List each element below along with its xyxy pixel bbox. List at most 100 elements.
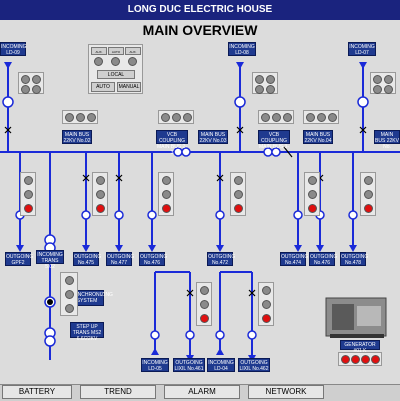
vcb-coupling-34-box[interactable]: VCB COUPLING MAIN BUS 3-4 — [258, 130, 290, 156]
generator-graphic — [325, 297, 387, 338]
status-indicator — [200, 286, 209, 295]
feeder-panel-ld05 — [196, 282, 212, 326]
status-indicator — [261, 113, 270, 122]
main-bus-no2-box[interactable]: MAIN BUS 22KV No.02 — [62, 130, 92, 144]
incoming-ld08-box[interactable]: INCOMING LD-08 — [228, 42, 256, 56]
outgoing-lixil461-box[interactable]: OUTGOING LIXIL No.461 — [173, 358, 205, 372]
network-button[interactable]: NETWORK — [248, 385, 324, 399]
outgoing-477-box[interactable]: OUTGOING No.477 — [106, 252, 135, 266]
incoming-ld07-box[interactable]: INCOMING LD-07 — [348, 42, 376, 56]
gen-indicator — [361, 355, 370, 364]
status-indicator — [24, 190, 33, 199]
main-bus-no-box[interactable]: MAIN BUS 22KV No. — [374, 130, 400, 150]
outgoing-474-box[interactable]: OUTGOING No.474 — [280, 252, 309, 266]
feeder-panel-474 — [304, 172, 320, 216]
feeder-panel-476a — [158, 172, 174, 216]
status-indicator — [262, 300, 271, 309]
aux-dist-button-1[interactable]: AUX. DIST. — [91, 47, 107, 62]
status-indicator — [32, 75, 41, 84]
auto-button[interactable]: AUTO — [91, 82, 115, 92]
status-indicator — [384, 75, 393, 84]
status-indicator — [161, 113, 170, 122]
status-panel-vcb23 — [158, 110, 194, 124]
status-panel-vcb34 — [258, 110, 294, 124]
page-title: MAIN OVERVIEW — [142, 22, 258, 38]
status-panel-ld09 — [18, 72, 44, 94]
trip-indicator — [200, 314, 209, 323]
status-panel-bus2 — [62, 110, 98, 124]
battery-button[interactable]: BATTERY — [2, 385, 72, 399]
outgoing-476b-box[interactable]: OUTGOING No.476 — [309, 252, 338, 266]
main-bus-no4-box[interactable]: MAIN BUS 22KV No.04 — [303, 130, 333, 144]
status-indicator — [200, 300, 209, 309]
status-indicator — [283, 113, 292, 122]
trend-button[interactable]: TREND — [80, 385, 156, 399]
outgoing-472-box[interactable]: OUTGOING No.472 — [207, 252, 236, 266]
status-indicator — [317, 113, 326, 122]
app-title: LONG DUC ELECTRIC HOUSE — [127, 4, 273, 15]
incoming-trans-box[interactable]: INCOMING TRANS 5.02 — [36, 250, 64, 270]
gen-indicator — [351, 355, 360, 364]
feeder-panel-ld04 — [258, 282, 274, 326]
status-indicator — [328, 113, 337, 122]
status-indicator — [308, 176, 317, 185]
feeder-panel-475 — [92, 172, 108, 216]
status-indicator — [373, 75, 382, 84]
status-indicator — [87, 113, 96, 122]
feeder-panel-gpf2 — [20, 172, 36, 216]
status-panel-ld08 — [252, 72, 278, 94]
status-indicator — [364, 176, 373, 185]
mode-indicator-1 — [94, 57, 103, 66]
feeder-panel-472 — [230, 172, 246, 216]
status-indicator — [373, 85, 382, 94]
status-panel-ld07 — [370, 72, 396, 94]
status-indicator — [162, 190, 171, 199]
status-indicator — [24, 176, 33, 185]
outgoing-478-box[interactable]: OUTGOING No.478 — [340, 252, 369, 266]
status-indicator — [255, 85, 264, 94]
auto-mode-top-button[interactable]: AUTO — [108, 47, 124, 55]
status-indicator — [65, 113, 74, 122]
status-indicator — [96, 190, 105, 199]
incoming-ld05-box[interactable]: INCOMING LD-05 — [141, 358, 169, 372]
trip-indicator — [262, 314, 271, 323]
status-indicator — [172, 113, 181, 122]
outgoing-475-box[interactable]: OUTGOING No.475 — [73, 252, 102, 266]
incoming-ld09-box[interactable]: INCOMING LD-09 — [0, 42, 27, 56]
status-indicator — [96, 176, 105, 185]
status-panel-bus4 — [303, 110, 339, 124]
status-indicator — [21, 75, 30, 84]
status-indicator — [162, 176, 171, 185]
generator-box[interactable]: GENERATOR #01 K SEC1ТНG6KVA — [340, 340, 380, 360]
vcb-coupling-23-box[interactable]: VCB COUPLING MAIN BUS 2-3 — [156, 130, 188, 156]
local-button[interactable]: LOCAL — [97, 70, 135, 79]
incoming-ld04-box[interactable]: INCOMING LD-04 — [207, 358, 235, 372]
status-indicator — [32, 85, 41, 94]
gen-indicator — [371, 355, 380, 364]
status-indicator — [255, 75, 264, 84]
alarm-button[interactable]: ALARM — [164, 385, 240, 399]
trip-indicator — [162, 204, 171, 213]
main-bus-no3-box[interactable]: MAIN BUS 22KV No.03 — [198, 130, 228, 144]
manual-button[interactable]: MANUAL — [117, 82, 141, 92]
aux-dist-button-2[interactable]: AUX. DIST. — [125, 47, 141, 62]
status-indicator — [266, 85, 275, 94]
status-indicator — [65, 304, 74, 313]
trip-indicator — [234, 204, 243, 213]
status-indicator — [234, 176, 243, 185]
status-indicator — [306, 113, 315, 122]
outgoing-476a-box[interactable]: OUTGOING No.476 — [139, 252, 168, 266]
outgoing-lixil462-box[interactable]: OUTGOING LIXIL No.462 — [238, 358, 270, 372]
mode-indicator-2 — [111, 57, 120, 66]
status-indicator — [76, 113, 85, 122]
outgoing-gpf2-box[interactable]: OUTGOING GPF2 — [5, 252, 34, 266]
trip-indicator — [24, 204, 33, 213]
mode-panel: AUX. DIST. AUTO AUX. DIST. LOCAL AUTO MA… — [88, 44, 143, 94]
trip-indicator — [364, 204, 373, 213]
feeder-panel-478 — [360, 172, 376, 216]
status-indicator — [308, 190, 317, 199]
step-up-trans-box[interactable]: STEP UP TRANS MS2 6.6/22KV — [70, 322, 104, 342]
mode-indicator-3 — [128, 57, 137, 66]
generator-panel — [338, 352, 382, 366]
